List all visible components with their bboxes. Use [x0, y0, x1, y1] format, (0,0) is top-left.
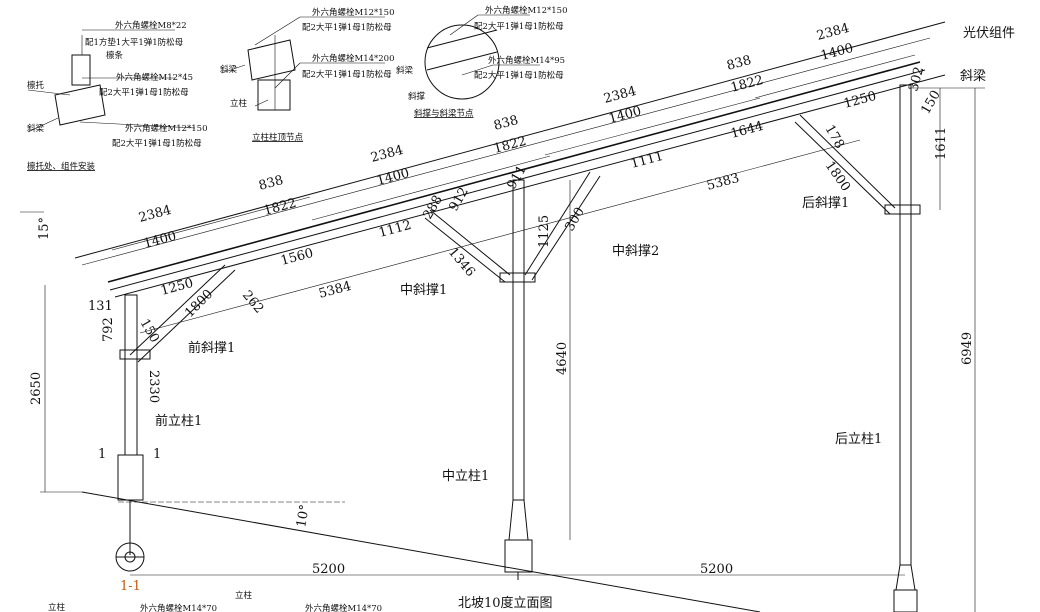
- dim-panel-gap-2: 1400: [375, 166, 411, 189]
- bottom-bolt-a: 外六角螺栓M14*70: [140, 603, 217, 612]
- detail-2-bolt-a: 外六角螺栓M12*150: [312, 7, 395, 18]
- dim-purlin-sp-3: 1822: [729, 73, 765, 96]
- detail-brace-beam: 外六角螺栓M12*150 配2大平1弹1母1防松母 外六角螺栓M14*95 配2…: [396, 5, 568, 119]
- drawing-title: 北坡10度立面图: [458, 595, 553, 611]
- front-post: [115, 294, 145, 572]
- bottom-bolt-b: 外六角螺栓M14*70: [305, 603, 382, 612]
- label-front-post: 前立柱1: [155, 413, 202, 429]
- dim-purlin-sp-1: 1822: [262, 196, 298, 219]
- detail-2-bolt-a-note: 配2大平1弹1母1防松母: [302, 22, 392, 33]
- dim-span-2: 5200: [700, 562, 733, 577]
- dim-150-front: 150: [137, 317, 162, 346]
- bottom-partial-details: 立柱 外六角螺栓M14*70 立柱 外六角螺栓M14*70: [48, 590, 382, 612]
- detail-1-purlin: 檩条: [106, 50, 124, 61]
- section-mark: 1-1: [120, 579, 141, 594]
- dim-2650: 2650: [29, 372, 44, 405]
- dim-6949: 6949: [960, 332, 975, 365]
- dim-5383: 5383: [705, 171, 741, 194]
- label-front-brace: 前斜撑1: [188, 340, 235, 356]
- detail-2-bolt-b: 外六角螺栓M14*200: [312, 53, 395, 64]
- component-labels: 光伏组件 斜梁 后斜撑1 中斜撑2 中斜撑1 前斜撑1 前立柱1 中立柱1 后立…: [37, 26, 1015, 611]
- dimension-lines: [20, 37, 985, 612]
- dim-262: 262: [239, 288, 266, 317]
- bottom-post-b: 立柱: [235, 590, 253, 601]
- detail-2-title: 立柱柱顶节点: [252, 132, 304, 143]
- detail-2-beam: 斜梁: [220, 64, 238, 75]
- detail-3-bolt-a-note: 配2大平1弹1母1防松母: [474, 21, 564, 32]
- dim-purlin-3: 838: [725, 53, 753, 74]
- dim-1250-rear: 1250: [842, 89, 878, 112]
- detail-3-brace: 斜撑: [408, 91, 426, 102]
- label-rear-post: 后立柱1: [835, 432, 882, 447]
- purlin-section: [71, 54, 91, 86]
- ground: [40, 491, 761, 612]
- label-beam: 斜梁: [960, 69, 986, 84]
- detail-2-bolt-b-note: 配2大平1弹1母1防松母: [302, 69, 392, 80]
- mid-post: [504, 179, 533, 580]
- dim-1800-rear: 1800: [822, 159, 853, 195]
- detail-1-bolt-a-note: 配1方垫1大平1弹1防松母: [85, 37, 183, 48]
- dim-purlin-sp-2: 1822: [492, 134, 528, 157]
- dim-span-1: 5200: [312, 562, 345, 577]
- rear-post: [893, 84, 918, 612]
- dim-792: 792: [101, 317, 116, 342]
- label-mid-brace-2: 中斜撑2: [612, 244, 659, 259]
- detail-3-beam: 斜梁: [396, 65, 414, 76]
- detail-post-top: 外六角螺栓M12*150 配2大平1弹1母1防松母 外六角螺栓M14*200 配…: [220, 7, 395, 143]
- dim-panel-len-3: 2384: [602, 84, 638, 107]
- dim-1560: 1560: [279, 246, 315, 269]
- dim-1111: 1111: [629, 149, 665, 172]
- label-tilt-angle: 15°: [37, 217, 52, 240]
- detail-1-bolt-c: 外六角螺栓M12*150: [125, 123, 208, 134]
- detail-1-bracket: 檩托: [27, 80, 45, 91]
- dim-panel-gap-3: 1400: [607, 104, 643, 127]
- label-ground-angle: 10°: [294, 503, 313, 528]
- label-pv-module: 光伏组件: [963, 26, 1015, 41]
- detail-3-bolt-a: 外六角螺栓M12*150: [485, 5, 568, 16]
- dim-purlin-1: 838: [257, 173, 285, 194]
- detail-purlin-bracket: 外六角螺栓M8*22 配1方垫1大平1弹1防松母 檩条 外六角螺栓M12*45 …: [27, 20, 208, 172]
- dim-panel-gap-1: 1400: [142, 229, 178, 252]
- dim-panel-len-1: 2384: [137, 203, 173, 226]
- dim-4640: 4640: [555, 342, 570, 375]
- pv-module-array: [74, 21, 946, 298]
- dim-302: 302: [906, 65, 927, 93]
- section-arrow-left: 1: [98, 447, 106, 462]
- detail-3-bolt-b-note: 配2大平1弹1母1防松母: [474, 70, 564, 81]
- dim-288: 288: [420, 193, 445, 222]
- detail-1-bolt-c-note: 配2大平1弹1母1防松母: [112, 138, 202, 149]
- label-mid-brace-1: 中斜撑1: [400, 283, 447, 298]
- dim-131: 131: [88, 299, 113, 314]
- dim-1112: 1112: [377, 218, 413, 241]
- dim-5384: 5384: [317, 279, 353, 302]
- dim-1644: 1644: [729, 119, 765, 142]
- dim-panel-gap-4: 1400: [819, 41, 855, 64]
- detail-1-bolt-b: 外六角螺栓M12*45: [116, 72, 193, 83]
- dim-purlin-2: 838: [492, 113, 520, 134]
- detail-1-bolt-a: 外六角螺栓M8*22: [115, 20, 187, 31]
- detail-3-title: 斜撑与斜梁节点: [414, 108, 474, 119]
- label-mid-post: 中立柱1: [442, 469, 489, 484]
- detail-1-bolt-b-note: 配2大平1弹1母1防松母: [99, 87, 189, 98]
- dim-1250-front: 1250: [159, 276, 195, 299]
- detail-3-bolt-b: 外六角螺栓M14*95: [488, 55, 565, 66]
- dim-panel-len-4: 2384: [815, 21, 851, 44]
- detail-2-post: 立柱: [230, 98, 248, 109]
- bottom-post-a: 立柱: [48, 602, 66, 612]
- detail-1-title: 檩托处、组件安装: [27, 161, 96, 172]
- braces: [119, 114, 921, 363]
- dim-1346: 1346: [445, 245, 478, 280]
- dim-1611: 1611: [934, 127, 949, 160]
- label-rear-brace: 后斜撑1: [802, 196, 849, 211]
- section-arrow-right: 1: [153, 447, 161, 462]
- detail-1-beam: 斜梁: [27, 123, 45, 134]
- dim-2330: 2330: [146, 370, 161, 403]
- dim-panel-len-2: 2384: [369, 143, 405, 166]
- beam-section: [54, 84, 106, 126]
- height-dimensions: 2650 4640 6949 1611 5200 5200: [29, 127, 975, 577]
- dim-1125: 1125: [537, 215, 552, 248]
- dim-178: 178: [822, 123, 847, 152]
